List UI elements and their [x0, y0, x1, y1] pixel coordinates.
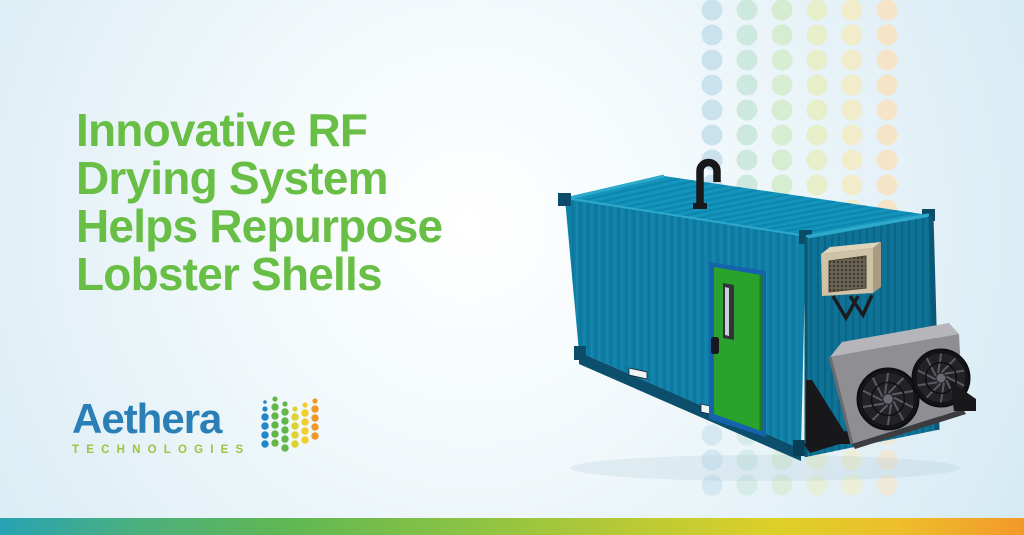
headline-line: Helps Repurpose	[76, 200, 443, 252]
condenser-unit	[804, 323, 976, 453]
end-top-rail	[805, 213, 930, 239]
condenser-top	[830, 323, 959, 357]
headline-line: Innovative RF	[76, 104, 368, 156]
condenser-edge	[828, 356, 854, 445]
headline: Innovative RF Drying System Helps Repurp…	[76, 104, 443, 300]
footer-gradient-bar	[0, 518, 1024, 535]
heat-exchanger-unit	[821, 242, 881, 322]
frame-left-strut	[806, 380, 852, 444]
heat-exchanger-side	[873, 242, 881, 293]
logo-subtitle: TECHNOLOGIES	[72, 444, 251, 456]
mounting-brackets	[831, 294, 874, 322]
door-window-glass	[725, 287, 729, 336]
headline-line: Drying System	[76, 152, 389, 204]
logo-dots-icon	[261, 396, 319, 452]
container-shadow	[570, 455, 960, 481]
door-handle	[711, 337, 719, 354]
corner-casting	[574, 346, 586, 360]
aethera-logo: Aethera TECHNOLOGIES	[72, 395, 251, 457]
green-door	[714, 267, 761, 431]
container-bottom-rail	[579, 352, 801, 461]
heat-exchanger-grille	[828, 255, 867, 293]
corner-casting	[558, 193, 571, 206]
condenser-bottom-shade	[852, 409, 966, 449]
headline-line: Lobster Shells	[76, 248, 383, 300]
roof-left-rail	[564, 174, 665, 201]
frame-right-strut	[950, 381, 976, 411]
heat-exchanger-top	[821, 242, 881, 254]
roof-vent-hook	[693, 158, 721, 209]
logo-wordmark: Aethera	[72, 395, 222, 442]
forklift-pocket	[628, 367, 648, 380]
